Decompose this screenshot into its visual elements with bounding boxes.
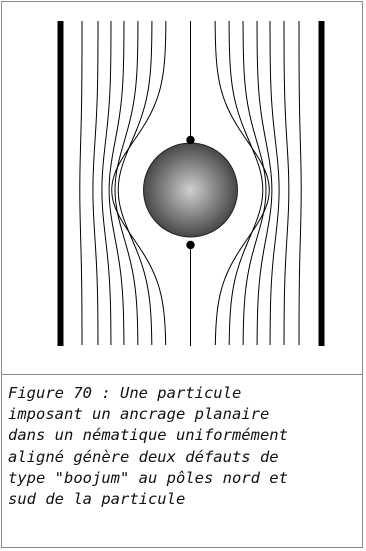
nematic-field-diagram [2,2,362,374]
boojum-defect-south [186,241,194,249]
left-plate [58,21,64,346]
field-line [299,21,301,345]
figure-diagram [2,2,362,375]
field-line [80,21,82,345]
field-line [257,21,272,345]
field-line [109,21,124,345]
figure-caption: Figure 70 : Une particule imposant un an… [8,383,358,510]
particle-sphere [144,143,238,237]
field-line [284,21,289,345]
boojum-defect-north [186,136,194,144]
right-plate [319,21,325,346]
field-line [93,21,98,345]
